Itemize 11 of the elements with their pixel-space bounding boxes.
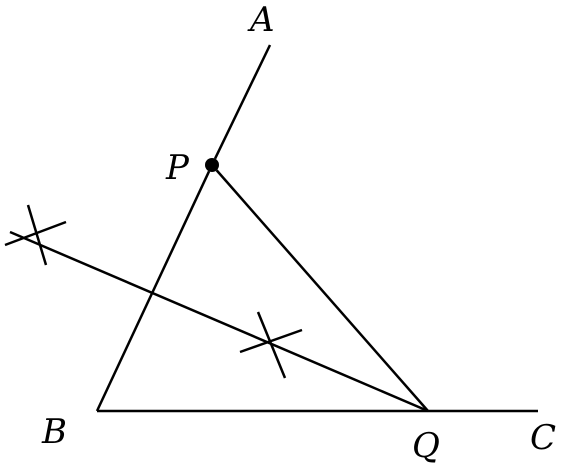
point-label: B	[42, 414, 67, 450]
line-segment	[214, 44, 272, 160]
point-label: P	[166, 150, 189, 186]
point-label: Q	[412, 428, 440, 464]
line-segment	[97, 410, 428, 412]
line-segment	[216, 169, 429, 412]
line-segment	[10, 230, 428, 412]
point-label: C	[530, 420, 556, 456]
line-segment	[428, 410, 538, 412]
point-label: A	[250, 2, 275, 38]
line-segment	[96, 170, 210, 412]
